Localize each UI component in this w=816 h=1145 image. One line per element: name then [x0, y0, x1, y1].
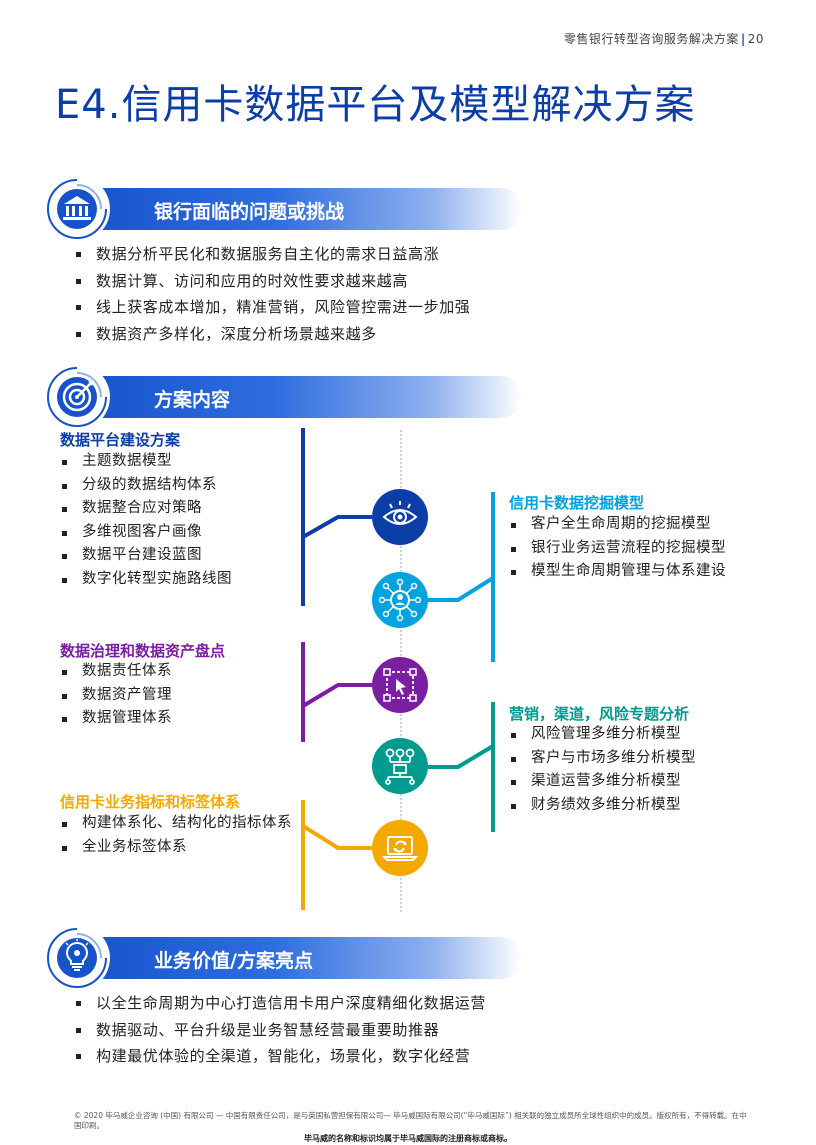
list-item: 数据分析平民化和数据服务自主化的需求日益高涨 [74, 241, 470, 268]
list-item: 线上获客成本增加，精准营销，风险管控需进一步加强 [74, 294, 470, 321]
target-icon [44, 364, 110, 430]
platform-group-title: 数据平台建设方案 [60, 431, 181, 449]
list-item: 渠道运营多维分析模型 [509, 770, 696, 794]
list-item: 客户全生命周期的挖掘模型 [509, 513, 726, 537]
section-challenges-header: 银行面临的问题或挑战 [72, 188, 522, 230]
list-item: 客户与市场多维分析模型 [509, 747, 696, 771]
section-value-title: 业务价值/方案亮点 [154, 950, 313, 972]
list-item: 银行业务运营流程的挖掘模型 [509, 537, 726, 561]
doc-title: 零售银行转型咨询服务解决方案 [563, 32, 739, 46]
mining-group-title: 信用卡数据挖掘模型 [509, 494, 645, 512]
challenges-list: 数据分析平民化和数据服务自主化的需求日益高涨 数据计算、访问和应用的时效性要求越… [74, 241, 470, 347]
list-item: 模型生命周期管理与体系建设 [509, 560, 726, 584]
governance-group-title: 数据治理和数据资产盘点 [60, 642, 226, 660]
lightbulb-icon [44, 925, 110, 991]
list-item: 分级的数据结构体系 [60, 474, 232, 498]
page-title: E4.信用卡数据平台及模型解决方案 [55, 82, 696, 128]
section-solution-header: 方案内容 [72, 376, 522, 418]
list-item: 数据计算、访问和应用的时效性要求越来越高 [74, 268, 470, 295]
value-list: 以全生命周期为中心打造信用卡用户深度精细化数据运营 数据驱动、平台升级是业务智慧… [74, 990, 486, 1070]
list-item: 主题数据模型 [60, 450, 232, 474]
list-item: 数据驱动、平台升级是业务智慧经营最重要助推器 [74, 1017, 486, 1044]
section-challenges-title: 银行面临的问题或挑战 [154, 201, 345, 223]
list-item: 数据资产多样化，深度分析场景越来越多 [74, 321, 470, 348]
list-item: 构建体系化、结构化的指标体系 [60, 812, 292, 836]
list-item: 全业务标签体系 [60, 836, 292, 860]
list-item: 多维视图客户画像 [60, 521, 232, 545]
list-item: 数据资产管理 [60, 684, 172, 708]
list-item: 数字化转型实施路线图 [60, 568, 232, 592]
mining-list: 客户全生命周期的挖掘模型 银行业务运营流程的挖掘模型 模型生命周期管理与体系建设 [509, 513, 726, 584]
section-solution-title: 方案内容 [154, 389, 231, 411]
eye-icon [372, 489, 428, 545]
list-item: 以全生命周期为中心打造信用卡用户深度精细化数据运营 [74, 990, 486, 1017]
list-item: 数据责任体系 [60, 660, 172, 684]
list-item: 财务绩效多维分析模型 [509, 794, 696, 818]
refresh-laptop-icon [372, 820, 428, 876]
flow-icon [372, 738, 428, 794]
governance-list: 数据责任体系 数据资产管理 数据管理体系 [60, 660, 172, 731]
indicators-group-title: 信用卡业务指标和标签体系 [60, 793, 241, 811]
section-value-header: 业务价值/方案亮点 [72, 937, 522, 979]
indicators-list: 构建体系化、结构化的指标体系 全业务标签体系 [60, 812, 292, 859]
list-item: 数据管理体系 [60, 707, 172, 731]
list-item: 数据整合应对策略 [60, 497, 232, 521]
marketing-group-title: 营销，渠道，风险专题分析 [509, 705, 690, 723]
copyright-notice: © 2020 毕马威企业咨询 (中国) 有限公司 — 中国有限责任公司，是与英国… [74, 1111, 747, 1130]
list-item: 风险管理多维分析模型 [509, 723, 696, 747]
list-item: 构建最优体验的全渠道，智能化，场景化，数字化经营 [74, 1043, 486, 1070]
bank-icon [44, 176, 110, 242]
cursor-select-icon [372, 657, 428, 713]
marketing-list: 风险管理多维分析模型 客户与市场多维分析模型 渠道运营多维分析模型 财务绩效多维… [509, 723, 696, 817]
page-number: 20 [747, 32, 764, 46]
list-item: 数据平台建设蓝图 [60, 544, 232, 568]
running-header: 零售银行转型咨询服务解决方案|20 [563, 32, 764, 46]
network-person-icon [372, 572, 428, 628]
trademark-notice: 毕马威的名称和标识均属于毕马威国际的注册商标或商标。 [304, 1134, 512, 1143]
platform-list: 主题数据模型 分级的数据结构体系 数据整合应对策略 多维视图客户画像 数据平台建… [60, 450, 232, 591]
